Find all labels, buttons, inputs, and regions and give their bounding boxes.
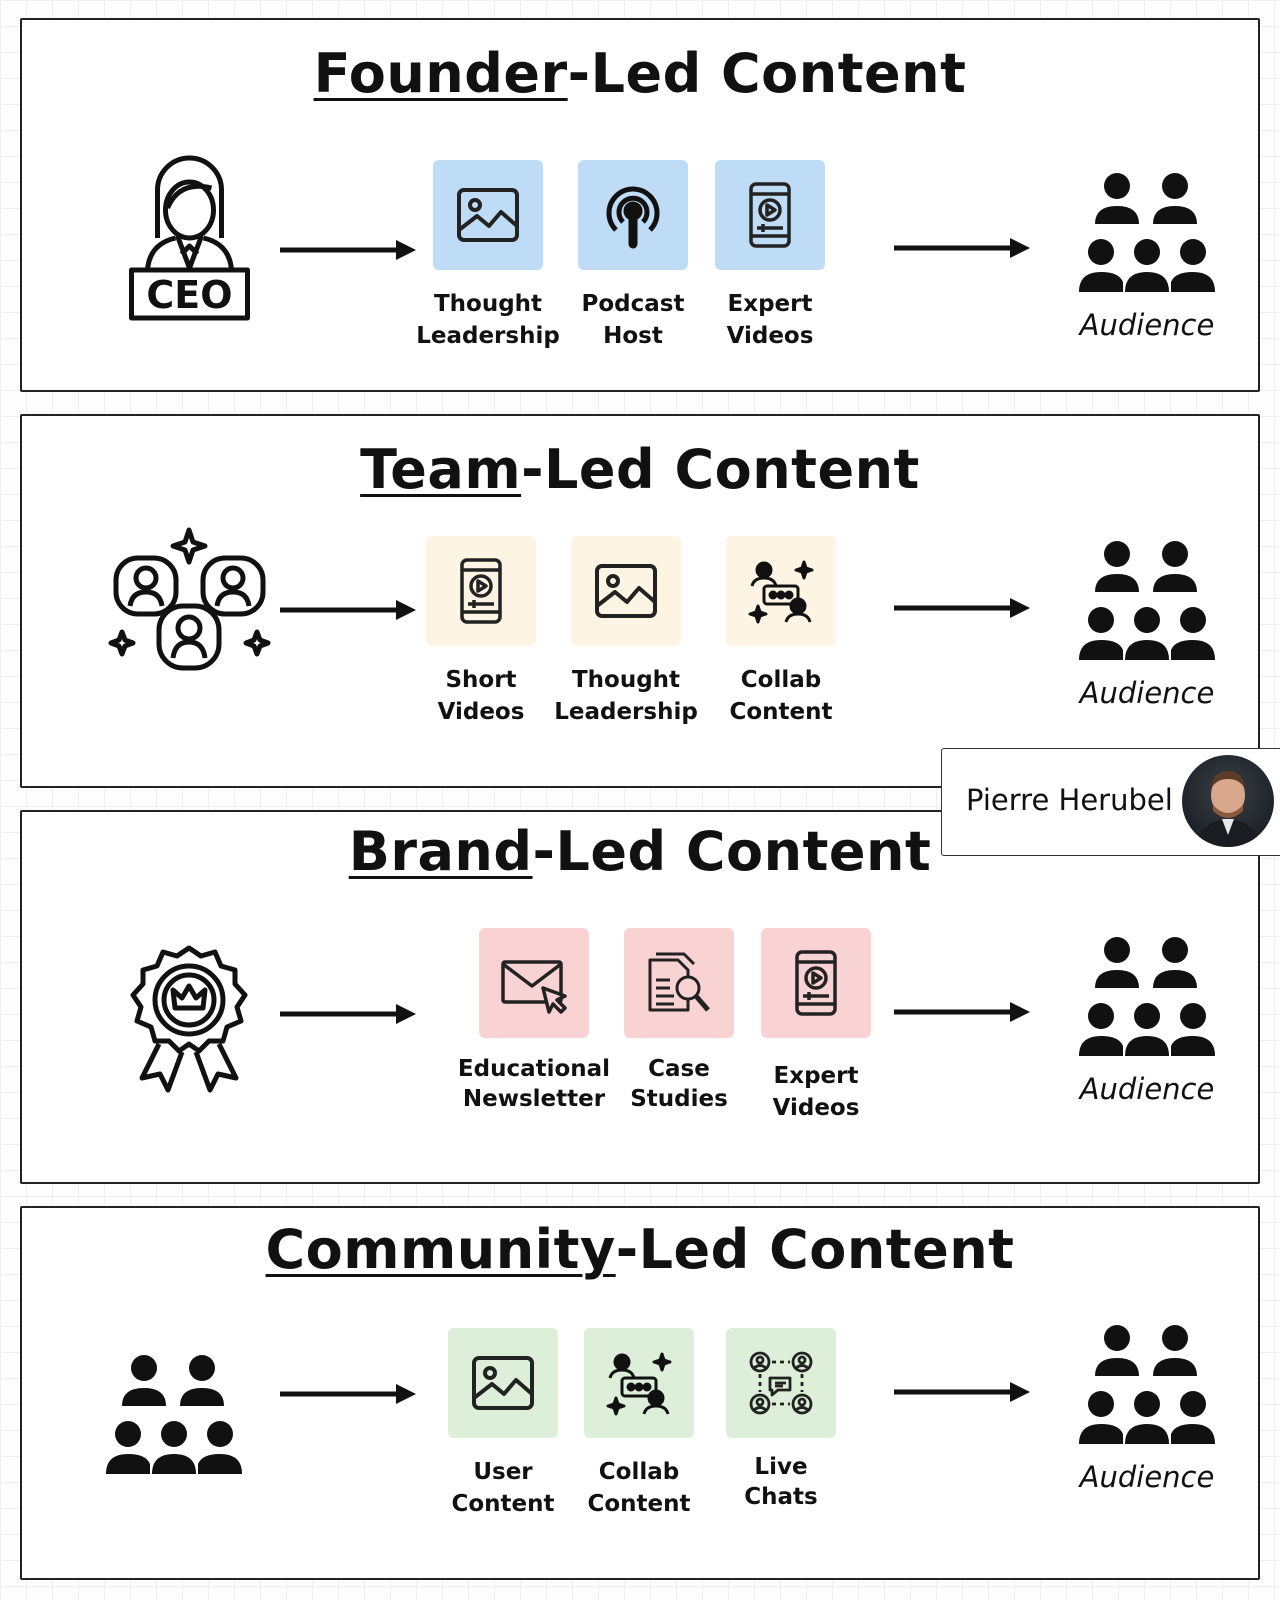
arrow-right-icon [280,600,416,620]
panel-title: Founder-Led Content [22,42,1258,105]
item-label: Thought Leadership [554,667,698,725]
title-rest: -Led Content [532,820,932,883]
award-badge-icon [102,940,277,1115]
content-item: Collab Content [564,1328,714,1520]
podcast-icon [578,160,688,270]
email-icon [479,928,589,1038]
title-keyword: Community [265,1218,616,1281]
item-label: Case Studies [630,1056,728,1112]
item-label: Collab Content [729,667,833,725]
item-label: User Content [451,1459,555,1517]
audience: Audience [1072,1318,1222,1494]
image-icon [571,536,681,646]
ceo-label: CEO [146,273,232,317]
case-study-icon [624,928,734,1038]
audience: Audience [1072,930,1222,1106]
title-rest: -Led Content [615,1218,1015,1281]
audience: Audience [1072,166,1222,342]
panel-title: Brand-Led Content [22,820,1258,883]
image-icon [433,160,543,270]
author-name: Pierre Herubel [966,783,1173,817]
title-rest: -Led Content [521,438,920,501]
image-icon [448,1328,558,1438]
item-label: Expert Videos [772,1063,860,1121]
audience-icon [104,1348,244,1488]
collab-icon [726,536,836,646]
arrow-right-icon [894,238,1030,258]
audience-label: Audience [1079,1072,1215,1106]
panel-title: Community-Led Content [22,1218,1258,1281]
panel-founder: Founder-Led Content CEO Thought Leadersh… [20,18,1260,392]
audience-label: Audience [1079,308,1215,342]
arrow-right-icon [894,598,1030,618]
panel-team: Team-Led Content Short Videos Thought Le… [20,414,1260,788]
content-item: Podcast Host [558,160,708,352]
panel-title: Team-Led Content [22,438,1258,501]
content-item: Thought Leadership [413,160,563,352]
content-item: Expert Videos [695,160,845,352]
item-label: Expert Videos [726,291,814,349]
item-label: Podcast Host [581,291,685,349]
arrow-right-icon [894,1002,1030,1022]
title-keyword: Founder [313,42,568,105]
panel-community: Community-Led Content User Content Colla… [20,1206,1260,1580]
item-label: Collab Content [587,1459,691,1517]
title-keyword: Team [360,438,522,501]
content-item: User Content [428,1328,578,1520]
avatar [1182,755,1274,847]
audience-icon [1077,534,1217,674]
item-label: Short Videos [437,667,525,725]
ceo-icon: CEO [102,150,277,325]
content-item: Collab Content [706,536,856,728]
audience-icon [1077,166,1217,306]
item-label: Live Chats [744,1454,818,1510]
mobile-video-icon [761,928,871,1038]
arrow-right-icon [280,1004,416,1024]
audience-icon [1077,930,1217,1070]
audience-icon [1077,1318,1217,1458]
title-rest: -Led Content [567,42,967,105]
team-icon [102,526,277,701]
content-item: Short Videos [406,536,556,728]
content-item: Live Chats [706,1328,856,1512]
arrow-right-icon [280,240,416,260]
item-label: Educational Newsletter [457,1056,611,1112]
content-item: Expert Videos [741,928,891,1124]
collab-icon [584,1328,694,1438]
live-chat-icon [726,1328,836,1438]
panel-brand: Brand-Led Content Educational Newsletter… [20,810,1260,1184]
audience-label: Audience [1079,1460,1215,1494]
audience: Audience [1072,534,1222,710]
mobile-video-icon [715,160,825,270]
content-item: Case Studies [604,928,754,1114]
arrow-right-icon [280,1384,416,1404]
arrow-right-icon [894,1382,1030,1402]
content-item: Educational Newsletter [446,928,622,1114]
author-card[interactable]: Pierre Herubel [941,748,1280,856]
content-item: Thought Leadership [551,536,701,728]
audience-label: Audience [1079,676,1215,710]
mobile-video-icon [426,536,536,646]
item-label: Thought Leadership [416,291,560,349]
title-keyword: Brand [348,820,533,883]
